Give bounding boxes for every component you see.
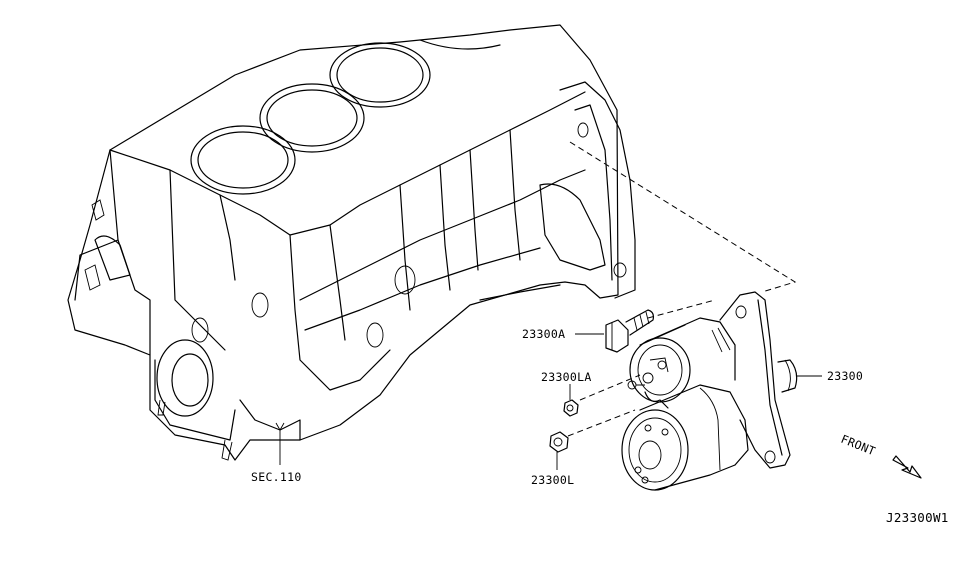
front-label: FRONT xyxy=(839,432,878,459)
engine-block[interactable] xyxy=(67,24,636,461)
diagram-code: J23300W1 xyxy=(886,510,949,525)
assembly-line-flange xyxy=(569,141,797,293)
callout-nut[interactable]: 23300L xyxy=(531,473,574,487)
callout-starter-motor[interactable]: 23300 xyxy=(827,369,863,383)
callout-bolt[interactable]: 23300A xyxy=(522,327,565,341)
bolt[interactable] xyxy=(605,309,655,353)
nut[interactable] xyxy=(549,431,569,453)
front-indicator: FRONT xyxy=(839,432,922,479)
callout-nut-small[interactable]: 23300LA xyxy=(541,370,592,384)
assembly-line-bolt xyxy=(647,299,716,319)
front-arrow-icon xyxy=(892,455,922,479)
assembly-line-nut xyxy=(567,409,636,437)
starter-motor[interactable] xyxy=(621,291,798,491)
assembly-line-nut-small xyxy=(579,374,641,401)
section-ref-label[interactable]: SEC.110 xyxy=(251,470,302,484)
nut-small[interactable] xyxy=(563,399,579,417)
